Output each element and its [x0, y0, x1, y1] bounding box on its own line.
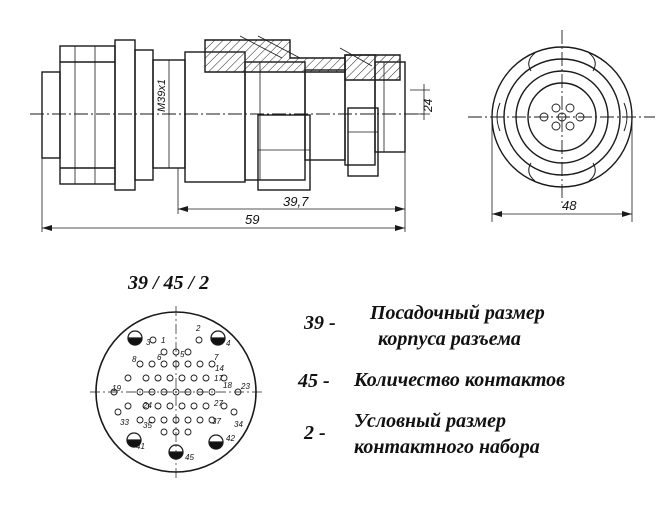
dimension-48-label: 48 [562, 198, 577, 213]
svg-text:19: 19 [112, 384, 121, 393]
pin-number-labels: 1 2 3 4 5 6 7 8 14 17 18 19 23 24 27 33 … [112, 324, 250, 462]
legend-line-2a: Количество контактов [354, 369, 566, 391]
svg-text:3: 3 [146, 338, 151, 347]
pin-layout [90, 306, 262, 478]
svg-text:18: 18 [223, 381, 232, 390]
legend-description-1: Посадочный размер корпуса разъема [370, 300, 545, 352]
svg-text:6: 6 [157, 353, 162, 362]
legend-line-3b: контактного набора [354, 436, 540, 458]
legend-line-1a: Посадочный размер [370, 302, 545, 324]
svg-text:45: 45 [185, 453, 194, 462]
svg-text:17: 17 [214, 374, 223, 383]
svg-text:5: 5 [180, 350, 185, 359]
svg-text:27: 27 [213, 399, 223, 408]
svg-text:33: 33 [120, 418, 129, 427]
legend-number-2: 45 - [298, 370, 330, 392]
legend-description-2: Количество контактов [354, 367, 565, 393]
svg-text:24: 24 [142, 401, 152, 410]
dimension-24-label: 24 [421, 98, 435, 113]
svg-text:14: 14 [215, 364, 224, 373]
legend-description-3: Условный размер контактного набора [354, 408, 540, 460]
svg-text:4: 4 [226, 339, 231, 348]
legend-number-1: 39 - [304, 312, 336, 334]
svg-text:35: 35 [143, 421, 152, 430]
legend-number-3: 2 - [304, 422, 326, 444]
svg-text:23: 23 [240, 382, 250, 391]
dimension-59-label: 59 [245, 212, 259, 227]
legend-line-1b: корпуса разъема [378, 328, 521, 350]
legend-line-3a: Условный размер [354, 410, 507, 432]
svg-text:2: 2 [195, 324, 201, 333]
side-view [30, 35, 430, 232]
svg-text:42: 42 [226, 434, 235, 443]
svg-text:1: 1 [161, 336, 165, 345]
svg-text:37: 37 [212, 417, 221, 426]
svg-text:41: 41 [136, 442, 145, 451]
dimension-39-7-label: 39,7 [283, 194, 309, 209]
svg-text:34: 34 [234, 420, 243, 429]
connector-code-title: 39 / 45 / 2 [128, 272, 210, 294]
thread-dimension-label: M39x1 [156, 79, 168, 112]
front-view [468, 30, 655, 222]
svg-text:7: 7 [214, 353, 219, 362]
svg-text:8: 8 [132, 355, 137, 364]
